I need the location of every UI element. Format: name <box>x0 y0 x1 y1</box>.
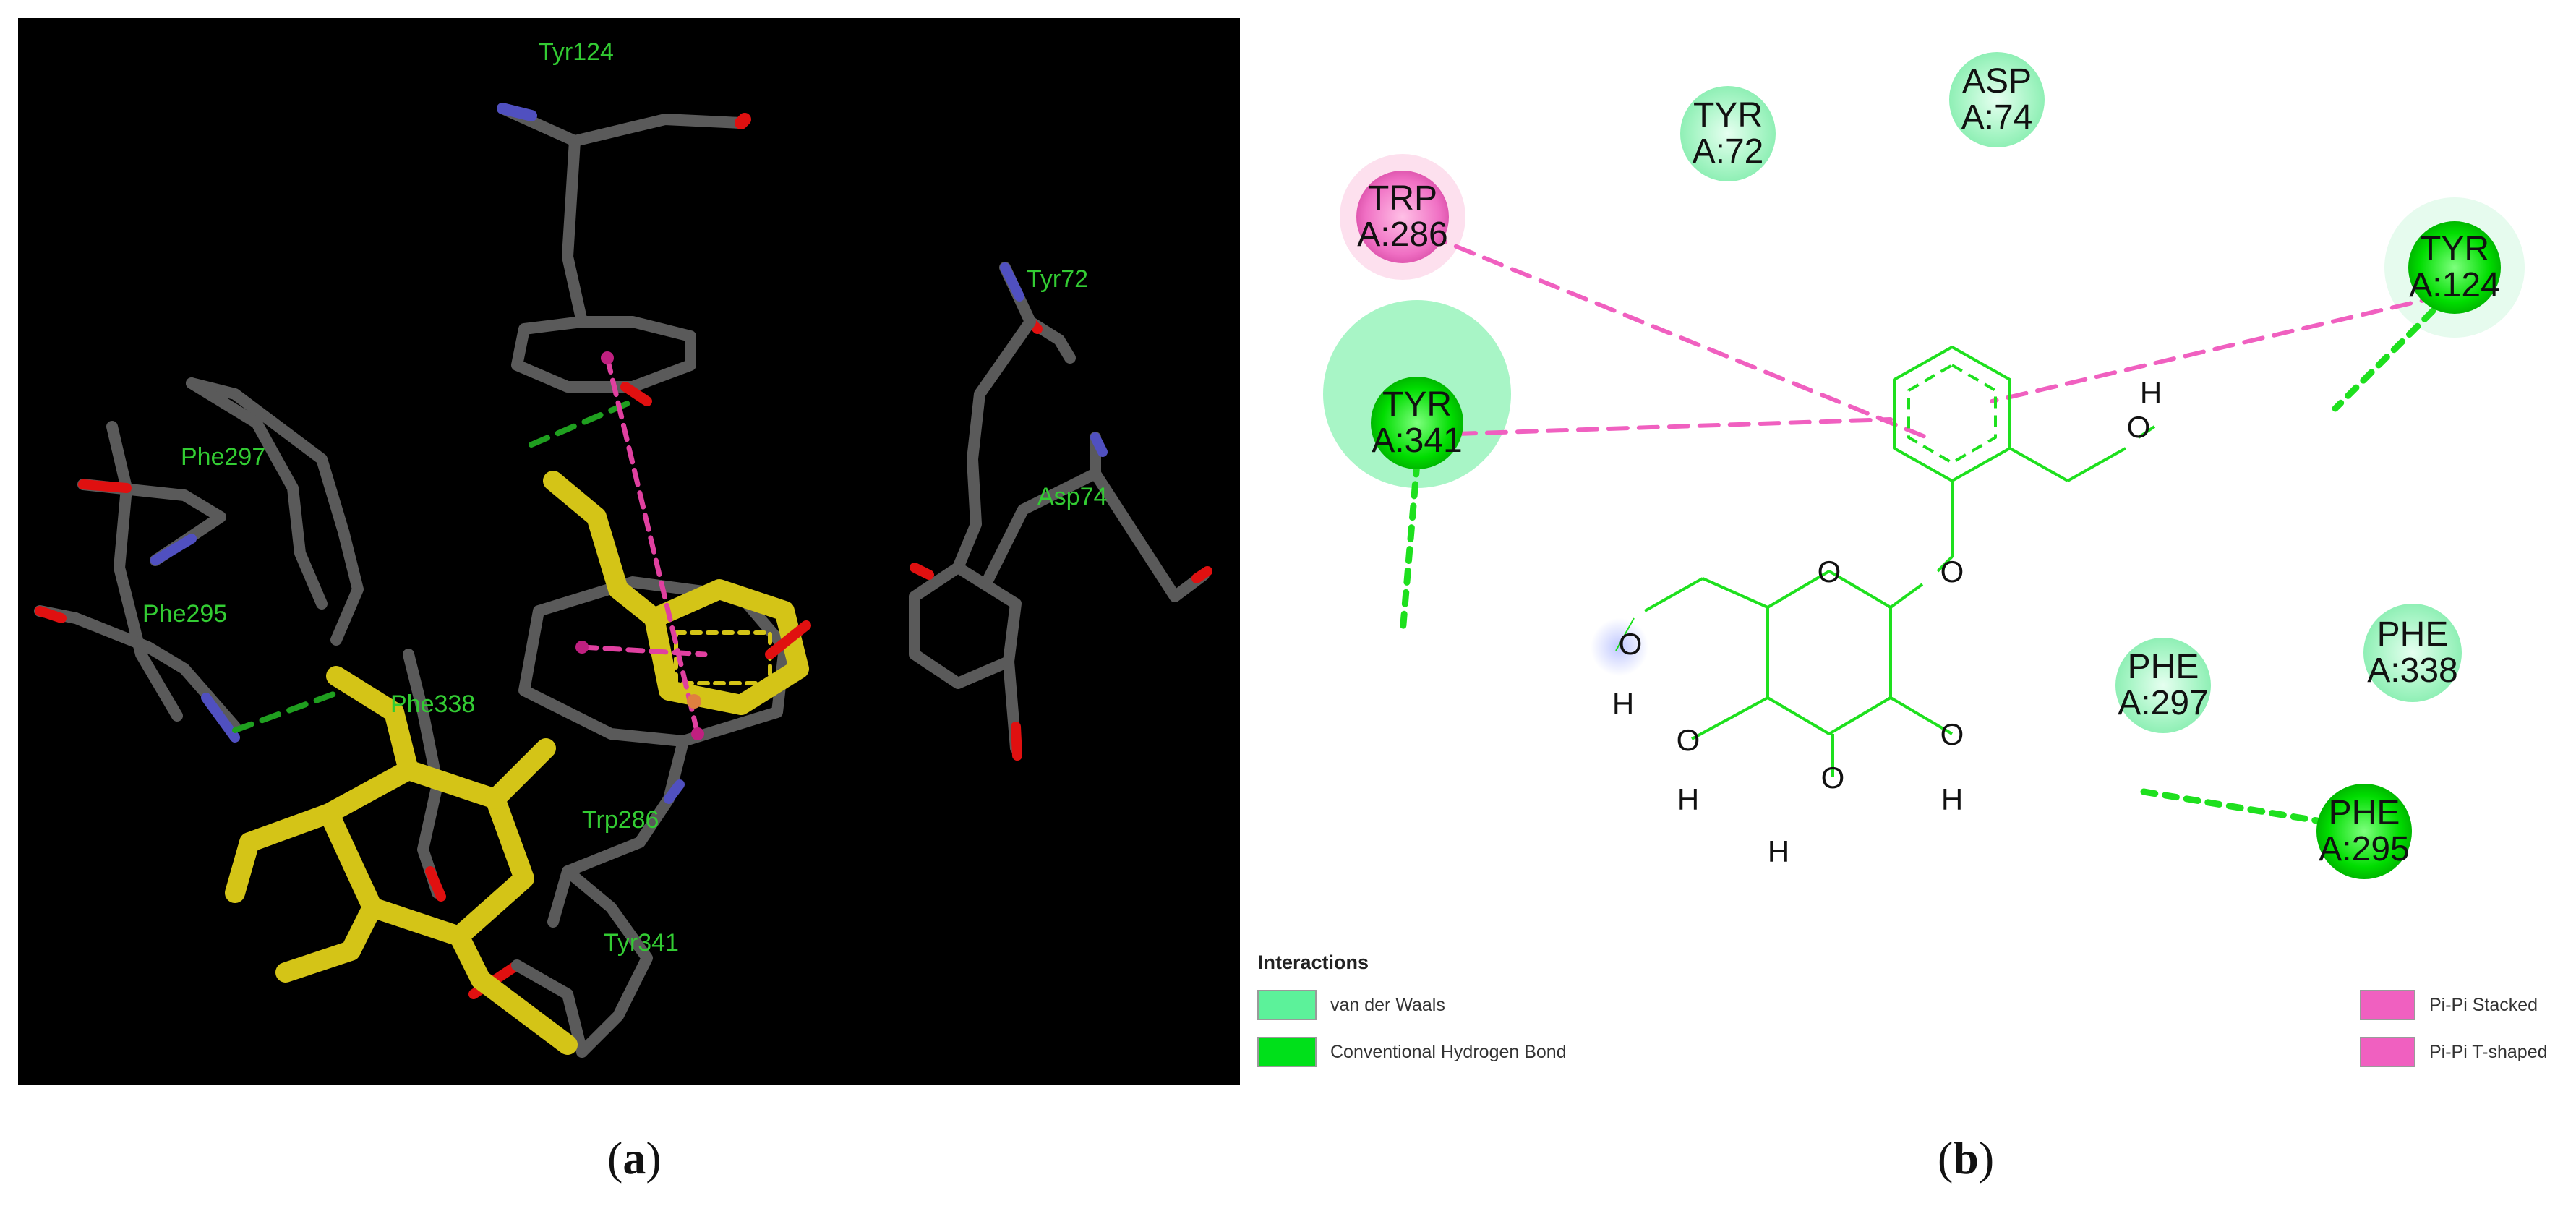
pi-line-tyr341 <box>1455 417 1893 436</box>
atom-o-phenol: O <box>2127 410 2151 444</box>
residue-node-tyr72: TYR A:72 <box>1680 86 1776 181</box>
legend-swatch-hbond <box>1257 1037 1317 1067</box>
atom-o-c4: O <box>1677 723 1700 757</box>
atom-o-c2: O <box>1940 717 1964 751</box>
label-tyr341: Tyr341 <box>604 929 679 957</box>
residue-node-phe338: PHE A:338 <box>2363 604 2462 702</box>
svg-text:A:295: A:295 <box>2319 830 2409 868</box>
panel-a-3d-view: Tyr124 Tyr72 Phe297 Asp74 Phe295 Phe338 … <box>18 18 1240 1085</box>
svg-text:A:124: A:124 <box>2409 266 2499 304</box>
panel-a-canvas: Tyr124 Tyr72 Phe297 Asp74 Phe295 Phe338 … <box>34 38 1212 1058</box>
residue-node-tyr124: TYR A:124 <box>2408 221 2501 314</box>
label-phe338: Phe338 <box>390 690 475 718</box>
residue-stick-tyr124 <box>497 103 751 406</box>
hbond-line-tyr341 <box>1399 459 1421 636</box>
label-tyr72: Tyr72 <box>1027 265 1088 293</box>
ring-centroid <box>691 727 704 740</box>
residue-node-asp74: ASP A:74 <box>1949 52 2045 147</box>
atom-o-c3: O <box>1821 761 1845 795</box>
atom-o-ether: O <box>1940 555 1964 589</box>
ligand-structure <box>1615 346 2156 777</box>
svg-text:A:297: A:297 <box>2118 684 2208 722</box>
atom-h-c4: H <box>1677 782 1699 816</box>
pi-line-trp286 <box>1426 233 1929 440</box>
label-asp74: Asp74 <box>1037 483 1107 510</box>
panel-b-2d-diagram: O H O O O H O H O H O H TYR A:72 ASP A:7… <box>1240 0 2576 1099</box>
legend-label-pi-tshaped: Pi-Pi T-shaped <box>2429 1042 2548 1062</box>
hbond-dash-phe295 <box>232 688 346 733</box>
legend-swatch-vdw <box>1257 990 1317 1020</box>
ring-centroid <box>687 694 701 709</box>
pi-line-tyr124 <box>1990 294 2442 403</box>
ring-centroid <box>575 641 589 654</box>
svg-text:A:72: A:72 <box>1693 132 1764 171</box>
svg-text:TRP: TRP <box>1368 179 1437 218</box>
svg-text:A:338: A:338 <box>2367 651 2457 690</box>
caption-b: (b) <box>1938 1132 1995 1184</box>
legend: Interactions van der Waals Conventional … <box>1257 951 2548 1067</box>
legend-label-vdw: van der Waals <box>1330 995 1445 1015</box>
atom-o-ch2oh: O <box>1619 627 1643 661</box>
legend-title: Interactions <box>1258 951 1369 973</box>
atom-h-c2: H <box>1941 782 1963 816</box>
legend-label-pi-stacked: Pi-Pi Stacked <box>2429 995 2538 1015</box>
residue-stick-phe295 <box>34 605 241 743</box>
svg-text:PHE: PHE <box>2329 794 2400 832</box>
label-phe295: Phe295 <box>142 600 227 628</box>
ring-centroid <box>601 351 614 364</box>
label-phe297: Phe297 <box>181 443 265 471</box>
svg-text:A:341: A:341 <box>1372 422 1462 460</box>
hbond-line-tyr124 <box>2332 307 2436 412</box>
residue-stick-tyr72 <box>909 262 1076 761</box>
residue-node-phe295: PHE A:295 <box>2316 784 2412 879</box>
solvent-blur <box>1591 618 1648 676</box>
legend-swatch-pi-tshaped <box>2360 1037 2415 1067</box>
residue-node-trp286: TRP A:286 <box>1356 171 1449 263</box>
legend-label-hbond: Conventional Hydrogen Bond <box>1330 1042 1567 1062</box>
svg-text:A:74: A:74 <box>1961 98 2033 137</box>
atom-o-ring: O <box>1818 555 1841 589</box>
svg-text:ASP: ASP <box>1962 62 2032 100</box>
svg-text:TYR: TYR <box>2420 230 2489 268</box>
hbond-line-phe295 <box>2140 788 2321 824</box>
svg-text:PHE: PHE <box>2377 615 2449 654</box>
svg-text:TYR: TYR <box>1693 96 1763 134</box>
svg-text:A:286: A:286 <box>1357 215 1447 254</box>
panel-b-canvas: O H O O O H O H O H O H TYR A:72 ASP A:7… <box>1257 52 2548 1067</box>
legend-swatch-pi-stacked <box>2360 990 2415 1020</box>
residue-stick-phe297 <box>77 377 364 722</box>
residue-node-phe297: PHE A:297 <box>2115 638 2211 733</box>
residue-node-tyr341: TYR A:341 <box>1371 377 1463 469</box>
label-trp286: Trp286 <box>582 806 659 834</box>
pi-dash-trp286 <box>579 644 708 657</box>
residue-stick-asp74 <box>981 432 1212 602</box>
residue-stick-trp286 <box>518 576 790 928</box>
atom-h-phenol: H <box>2140 376 2162 410</box>
svg-text:TYR: TYR <box>1382 385 1452 424</box>
hbond-dash-tyr124 <box>529 398 636 448</box>
atom-h-ch2oh: H <box>1612 687 1634 721</box>
atom-h-c3: H <box>1768 834 1789 868</box>
pi-dash-tyr124 <box>604 355 701 737</box>
caption-a: (a) <box>607 1132 662 1184</box>
svg-text:PHE: PHE <box>2128 648 2199 686</box>
label-tyr124: Tyr124 <box>539 38 614 66</box>
ligand-stick <box>225 471 811 1055</box>
